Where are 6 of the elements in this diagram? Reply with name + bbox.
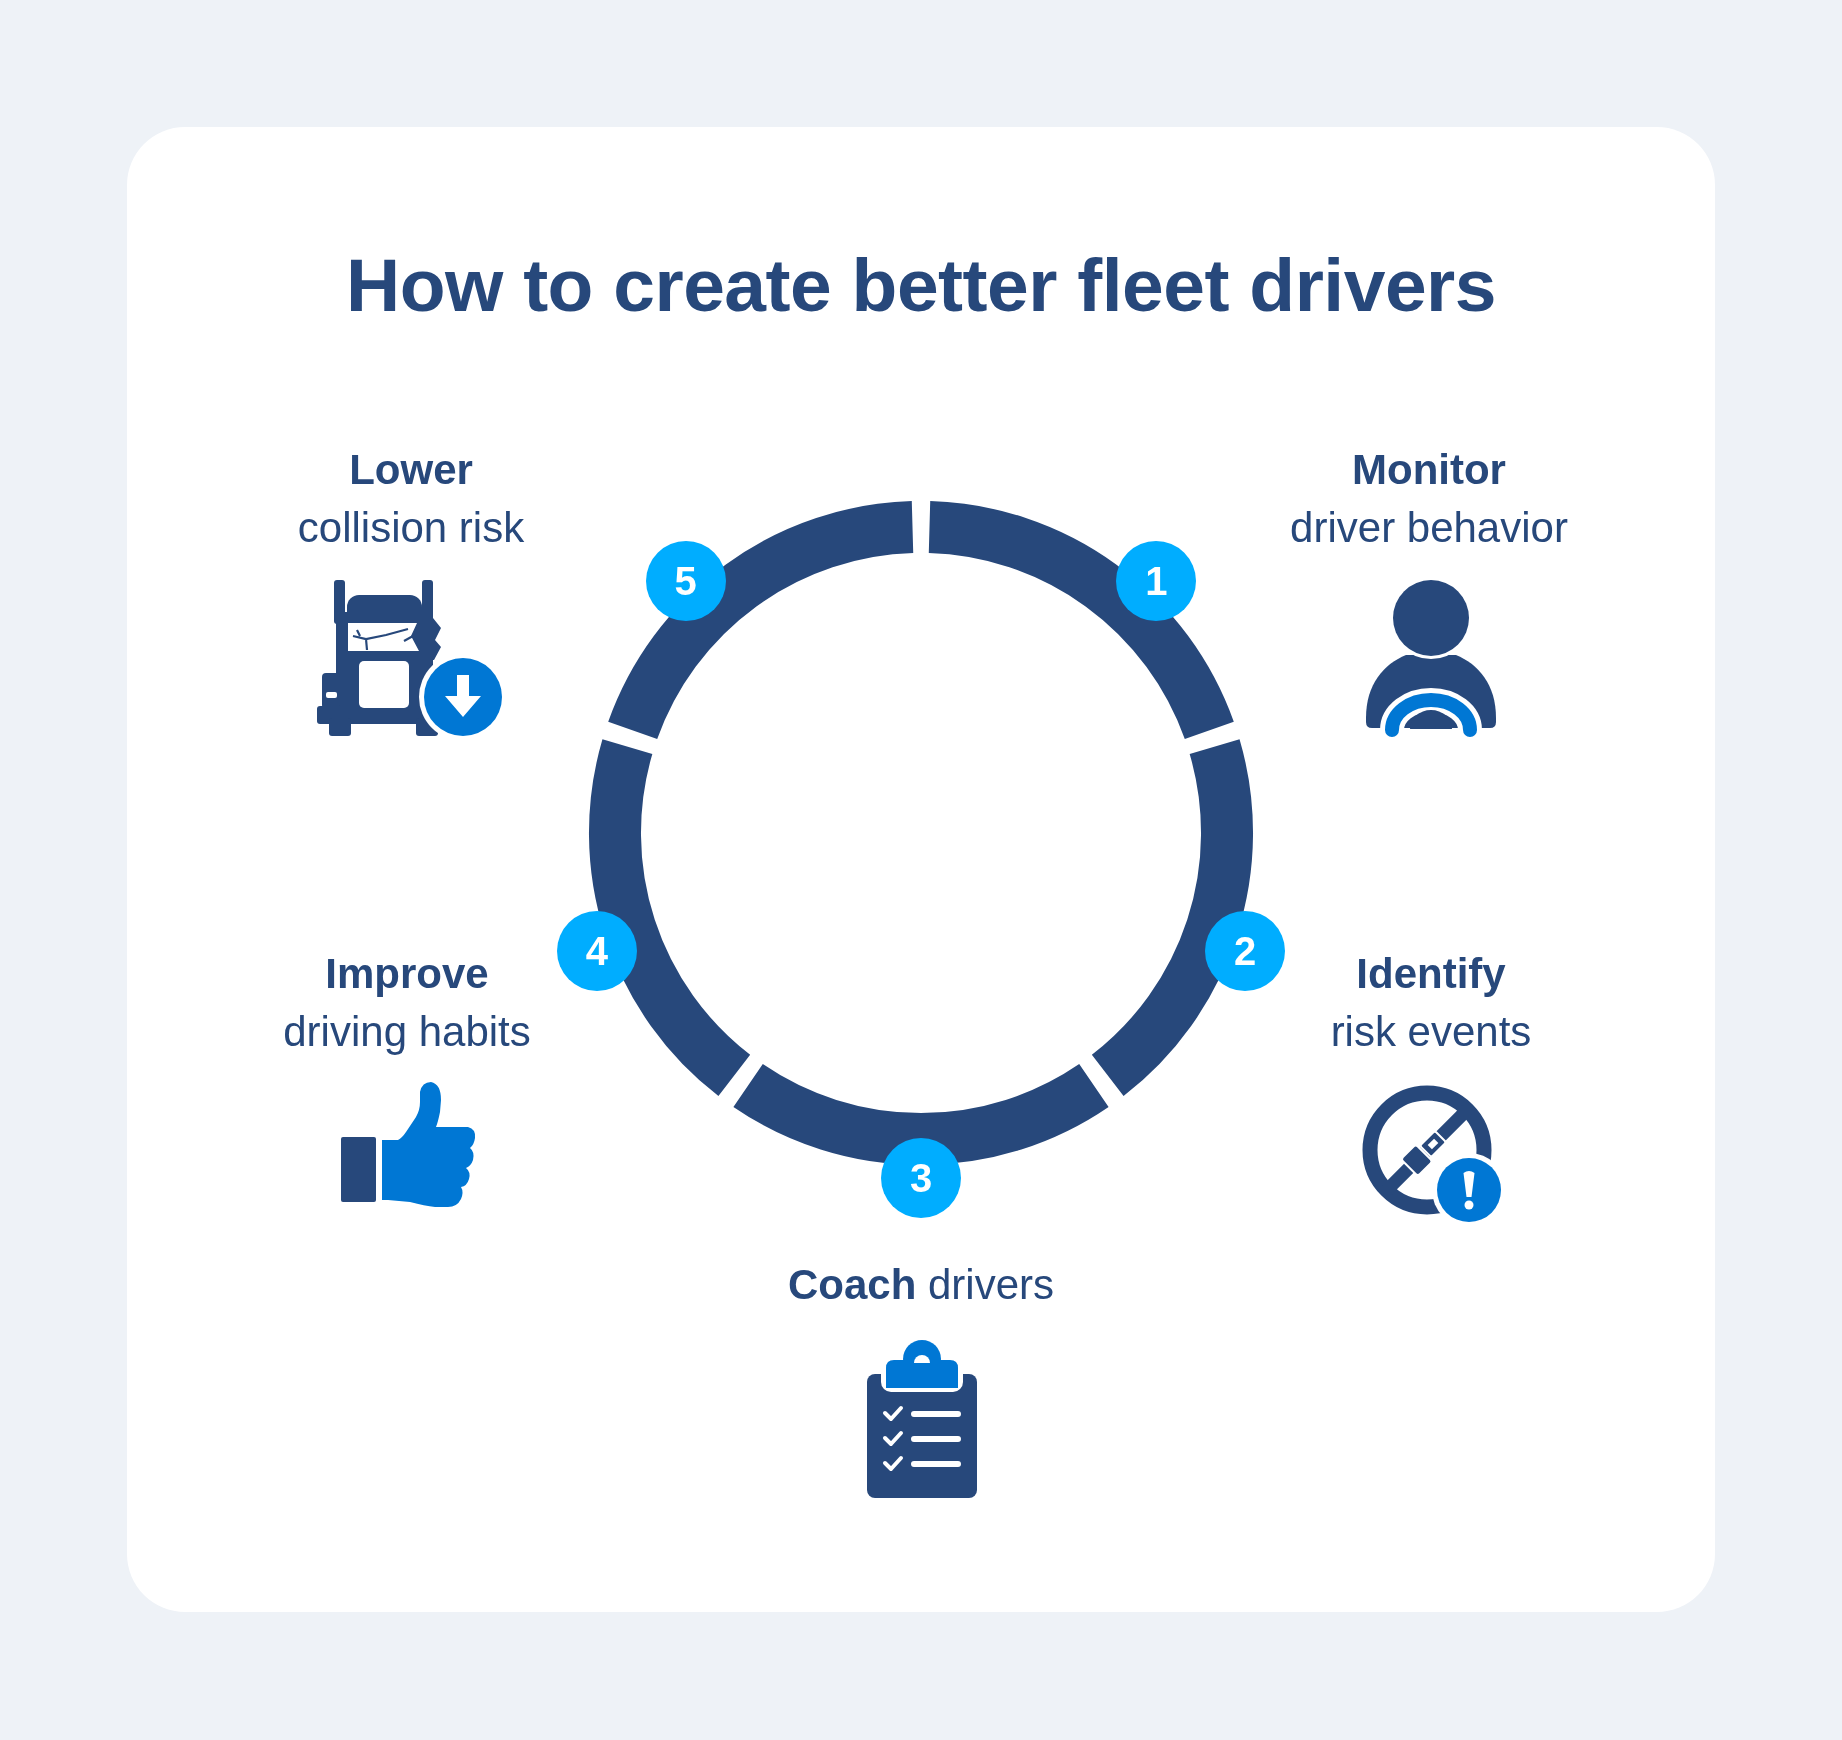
step-caption: Identify risk events <box>1330 949 1532 1057</box>
step-caption: Monitor driver behavior <box>1290 445 1568 553</box>
step-caption: Coach drivers <box>787 1260 1055 1310</box>
title: How to create better fleet drivers <box>346 242 1496 328</box>
step-caption: Lower collision risk <box>297 445 525 553</box>
step-caption: Improve driving habits <box>283 949 531 1057</box>
